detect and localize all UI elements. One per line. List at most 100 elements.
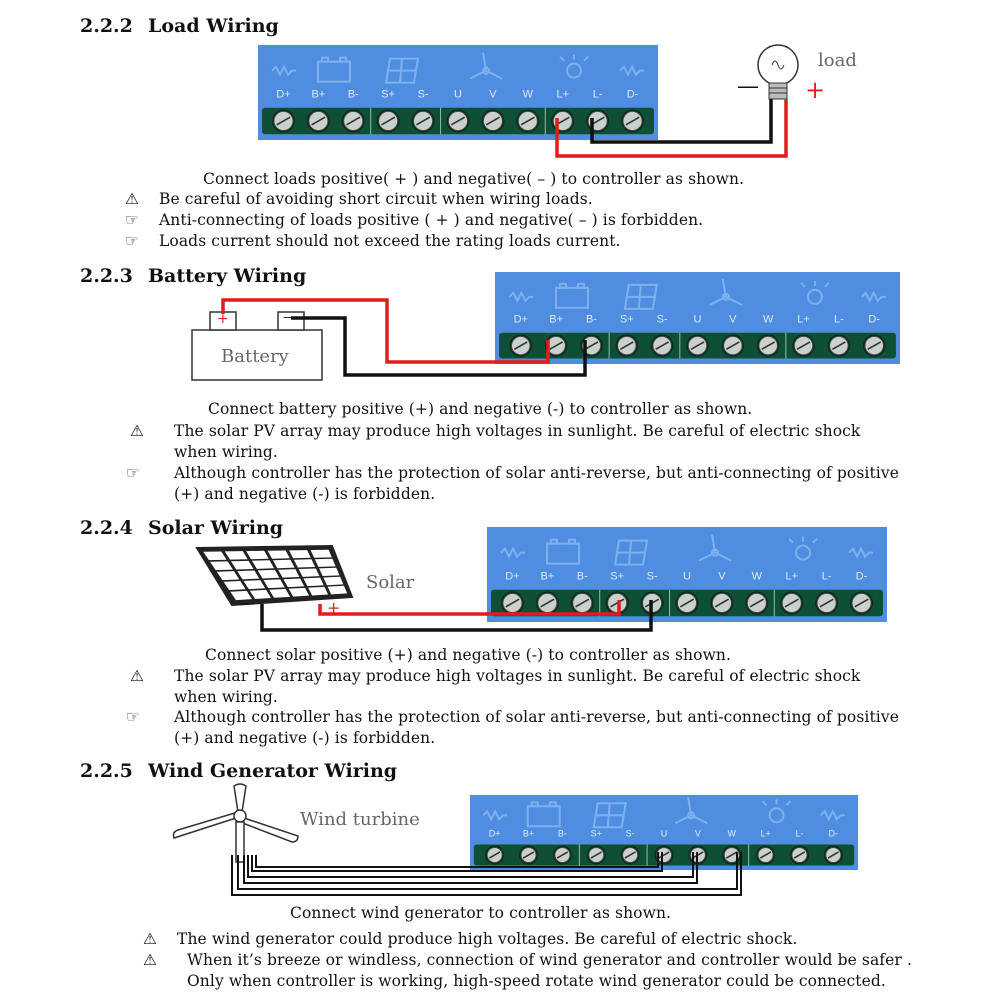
wind-rotor-icon [698,534,732,562]
load-caption: Connect loads positive( + ) and negative… [203,170,745,188]
solar-cell [267,550,290,559]
terminal-label: V [695,828,701,838]
solar-caption: Connect solar positive (+) and negative … [205,646,732,664]
terminal-label: S+ [610,570,624,582]
solar-cell [263,579,285,589]
terminal-label: L- [834,314,844,326]
terminal-screw [686,334,709,357]
terminal-label: D- [868,314,880,326]
solar-cell [237,570,260,580]
terminal-label: L+ [797,314,810,326]
note-text: The wind generator could produce high vo… [177,930,798,948]
note-text: Loads current should not exceed the rati… [159,232,621,250]
battery-icon [546,538,580,565]
note-text: Anti-connecting of loads positive ( + ) … [159,211,704,229]
wind-rotor-icon [709,278,743,306]
note-text: Although controller has the protection o… [174,708,899,726]
solar-module-icon [613,539,649,566]
terminal-label: D+ [489,828,501,838]
terminal-label: L- [822,570,832,582]
solar-cell [323,576,344,586]
solar-cell [308,586,329,596]
terminal-screw [792,334,815,357]
terminal-label: B- [577,570,588,582]
terminal-screw [849,591,874,615]
terminal-screw [481,109,505,133]
solar-label: Solar [366,572,415,593]
warning-icon: ⚠ [130,422,144,440]
terminal-label: B+ [311,88,325,100]
section-title: Battery Wiring [148,265,307,287]
terminal-screw [552,845,572,865]
terminal-screw [570,591,594,615]
solar-cell [243,580,266,590]
terminal-screw [376,109,400,133]
terminal-screw [780,591,804,615]
load-plus-sign: + [805,76,826,104]
terminal-screw [580,334,603,357]
solar-cell [203,551,227,561]
terminal-screw [722,845,742,865]
terminal-label: S- [418,88,429,100]
wind-note-2-cont: Only when controller is working, high-sp… [187,972,886,990]
pointing-hand-icon: ☞ [125,232,139,250]
terminal-label: U [454,88,462,100]
terminal-screw [615,334,639,357]
terminal-label: S+ [381,88,395,100]
section-number: 2.2.5 [80,760,133,782]
terminal-screw [551,109,575,133]
terminal-screw [605,591,629,615]
terminal-label: D- [829,828,839,838]
terminal-screw [675,591,699,615]
wind-turbine-label: Wind turbine [300,809,420,830]
battery-caption: Connect battery positive (+) and negativ… [208,400,753,418]
terminal-screw [823,845,843,865]
terminal-screw [815,591,839,615]
terminal-screw [586,845,606,865]
terminal-screw [535,591,559,615]
solar-cell [288,587,310,597]
terminal-label: U [683,570,691,582]
wind-rotor-icon [674,797,708,825]
terminal-label: D+ [276,88,290,100]
note-text: Be careful of avoiding short circuit whe… [159,190,593,208]
terminal-label: S+ [591,828,602,838]
terminal-screw [586,109,610,133]
section-title: Wind Generator Wiring [148,760,398,782]
warning-icon: ⚠ [143,930,157,948]
terminal-label: B+ [523,828,534,838]
wind-note-1: ⚠ The wind generator could produce high v… [143,930,797,948]
terminal-screw [688,845,708,865]
pointing-hand-icon: ☞ [126,708,140,726]
terminal-screw [862,334,886,357]
solar-module-icon [623,283,658,310]
solar-note-1-cont: when wiring. [174,688,278,706]
load-minus-sign: — [737,74,759,99]
dump-load-icon [508,290,534,304]
solar-cell [310,549,332,558]
battery-label: Battery [221,346,289,367]
terminal-label: W [752,570,763,582]
terminal-screw [306,109,330,133]
terminal-label: W [763,314,774,326]
terminal-label: B+ [549,314,563,326]
terminal-label: L+ [556,88,569,100]
terminal-label: L- [795,828,803,838]
dump-load-icon [860,290,886,304]
terminal-screw [500,591,525,615]
terminal-screw [485,845,505,865]
terminal-label: U [661,828,668,838]
solar-cell [230,560,254,570]
battery-note-1: ⚠The solar PV array may produce high vol… [130,422,860,440]
wind-note-2: ⚠When it’s breeze or windless, connectio… [143,951,912,969]
wind-caption: Connect wind generator to controller as … [290,904,672,922]
solar-module-icon [384,57,420,84]
section-number: 2.2.4 [80,517,133,539]
dump-load-icon [619,64,644,77]
solar-note-2: ☞ Although controller has the protection … [126,708,899,726]
battery-plus-sign: + [217,311,229,327]
solar-note-1: ⚠The solar PV array may produce high vol… [130,667,860,685]
battery-note-2-cont: (+) and negative (-) is forbidden. [174,485,436,503]
